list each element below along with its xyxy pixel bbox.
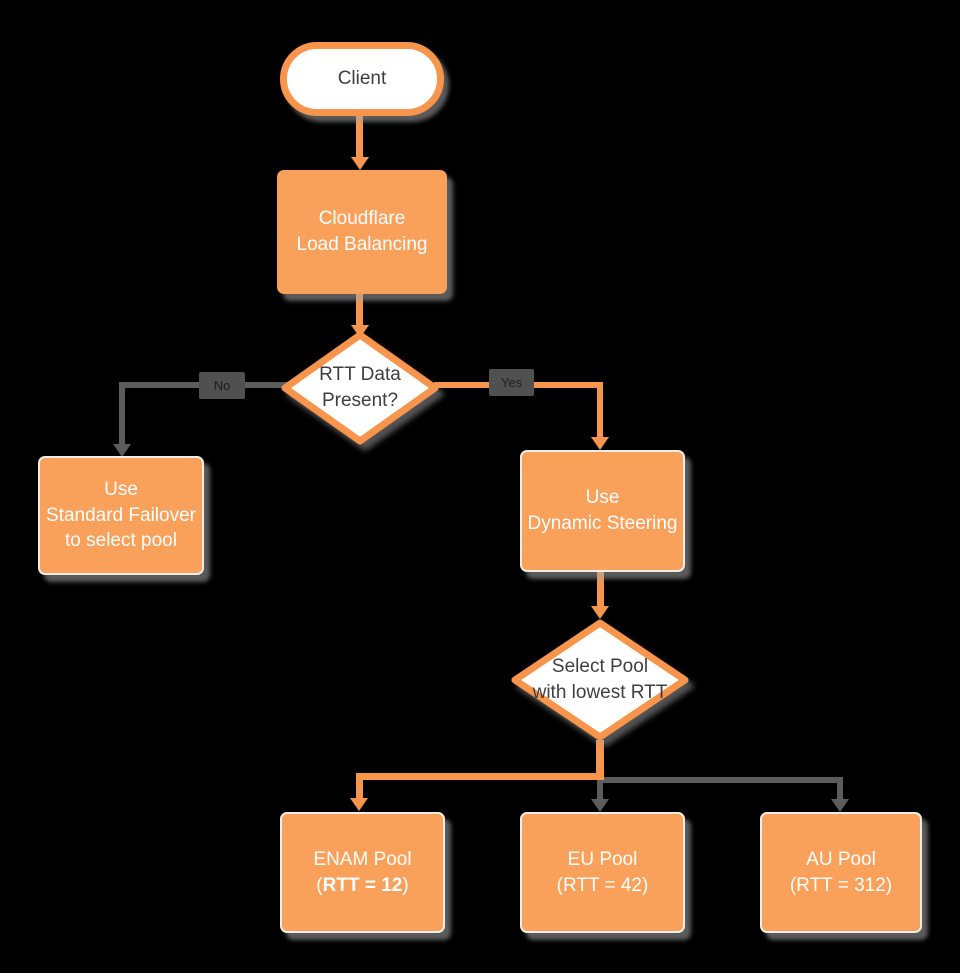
arrowhead-eu-pool — [591, 799, 609, 812]
enam-pool-label: ENAM Pool (RTT = 12) — [313, 847, 411, 898]
node-au-pool: AU Pool (RTT = 312) — [760, 812, 922, 933]
connector-no-vertical — [119, 382, 125, 446]
connector-selectpool-junction — [596, 740, 604, 777]
node-cloudflare-load-balancing: Cloudflare Load Balancing — [277, 170, 447, 294]
connector-au-horizontal — [600, 777, 843, 783]
rtt-decision-shape — [281, 331, 439, 445]
node-eu-pool: EU Pool (RTT = 42) — [520, 812, 685, 933]
standard-failover-label: Use Standard Failover to select pool — [46, 477, 196, 554]
au-pool-label: AU Pool (RTT = 312) — [790, 847, 892, 898]
rtt-decision-label: RTT Data Present? — [280, 330, 440, 446]
dynamic-steering-line1: Use — [585, 487, 620, 509]
arrowhead-cloudflare — [351, 157, 369, 170]
node-standard-failover: Use Standard Failover to select pool — [38, 456, 204, 575]
arrowhead-select-pool — [591, 606, 609, 619]
standard-failover-line3: to select pool — [65, 530, 177, 552]
connector-cloudflare-decision — [356, 293, 363, 327]
edge-label-yes: Yes — [489, 369, 534, 396]
arrowhead-au-pool — [831, 799, 849, 812]
node-rtt-decision: RTT Data Present? — [280, 330, 440, 446]
connector-steering-selectpool — [597, 568, 604, 608]
eu-pool-line1: EU Pool — [567, 848, 638, 870]
connector-eu-vertical — [597, 780, 603, 802]
connector-yes-vertical — [597, 382, 603, 438]
dynamic-steering-label: Use Dynamic Steering — [528, 485, 678, 536]
connector-enam-vertical — [356, 773, 363, 800]
standard-failover-line2: Standard Failover — [46, 504, 196, 526]
node-enam-pool: ENAM Pool (RTT = 12) — [280, 812, 445, 933]
arrowhead-enam-pool — [350, 798, 368, 811]
node-dynamic-steering: Use Dynamic Steering — [520, 450, 685, 572]
arrowhead-dynamic-steering — [591, 437, 609, 450]
au-pool-line1: AU Pool — [806, 848, 876, 870]
select-pool-shape — [511, 619, 689, 741]
edge-label-no: No — [199, 372, 245, 399]
enam-rtt-value: RTT = 12 — [322, 874, 403, 896]
enam-paren-close: ) — [402, 874, 409, 896]
select-pool-line2: with lowest RTT — [532, 682, 668, 703]
connector-client-cloudflare — [356, 112, 363, 158]
standard-failover-line1: Use — [104, 479, 138, 501]
select-pool-label: Select Pool with lowest RTT — [510, 618, 690, 742]
node-client: Client — [280, 42, 444, 116]
cloudflare-line2: Load Balancing — [296, 234, 428, 255]
select-pool-line1: Select Pool — [551, 656, 649, 678]
enam-pool-line1: ENAM Pool — [313, 848, 412, 870]
rtt-decision-line2: Present? — [321, 390, 399, 411]
dynamic-steering-line2: Dynamic Steering — [527, 513, 678, 534]
node-select-pool: Select Pool with lowest RTT — [510, 618, 690, 742]
eu-pool-label: EU Pool (RTT = 42) — [557, 847, 649, 898]
enam-pool-line2: (RTT = 12) — [313, 873, 411, 899]
arrowhead-standard-failover — [113, 444, 131, 457]
au-pool-line2: (RTT = 312) — [789, 874, 893, 896]
node-cloudflare-label: Cloudflare Load Balancing — [297, 206, 428, 257]
eu-pool-line2: (RTT = 42) — [556, 874, 649, 896]
connector-enam-horizontal — [356, 773, 604, 780]
enam-paren-open: ( — [316, 874, 323, 896]
rtt-decision-line1: RTT Data — [319, 364, 401, 386]
cloudflare-line1: Cloudflare — [318, 208, 406, 230]
node-client-label: Client — [337, 68, 387, 89]
connector-au-vertical — [837, 777, 843, 801]
